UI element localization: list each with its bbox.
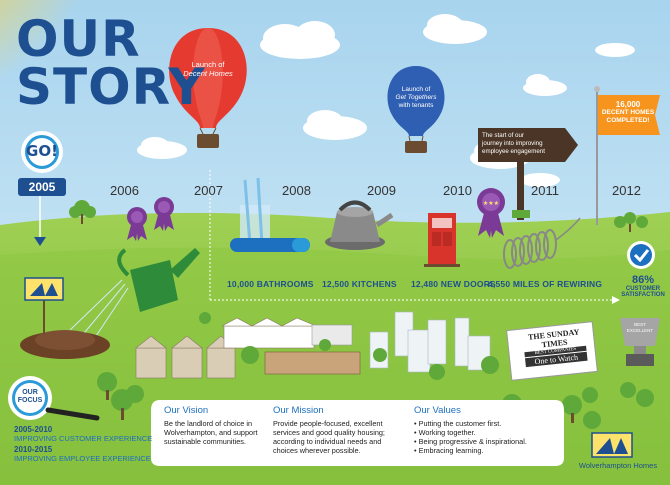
svg-text:★★★: ★★★ — [483, 200, 499, 207]
focus-period2-text: IMPROVING EMPLOYEE EXPERIENCE — [14, 454, 151, 463]
blue-balloon-caption: Launch of Get Togethers with tenants — [390, 86, 442, 110]
stat-bathrooms: 10,000 BATHROOMS — [227, 279, 314, 289]
signpost-icon — [478, 128, 578, 220]
start-year: 2005 — [18, 178, 66, 196]
blue-balloon-line2: Get Togethers — [395, 94, 437, 101]
satisfaction-value: 86% — [631, 274, 655, 286]
mission-title: Our Mission — [273, 405, 324, 416]
brand-logo-icon — [591, 432, 633, 458]
year-label: 2007 — [194, 183, 223, 198]
year-label: 2006 — [110, 183, 139, 198]
signpost-line2: journey into improving — [482, 140, 543, 147]
mission-body: Provide people-focused, excellent servic… — [273, 419, 385, 455]
mission-section: Our Mission Provide people-focused, exce… — [273, 405, 405, 455]
year-label: 2009 — [367, 183, 396, 198]
satisfaction-stat: 86% CUSTOMER SATISFACTION — [618, 274, 668, 298]
values-item: • Putting the customer first. — [414, 419, 502, 428]
soil-pile-icon — [20, 330, 110, 359]
bathroom-icon — [230, 177, 310, 252]
front-door-icon — [424, 213, 460, 267]
go-label: GO! — [26, 142, 58, 160]
flag-line3: COMPLETED! — [606, 117, 650, 124]
red-balloon-line2: Decent Homes — [183, 69, 233, 78]
red-balloon-caption: Launch of Decent Homes — [178, 60, 238, 78]
signpost-caption: The start of our journey into improving … — [482, 132, 566, 156]
values-item: • Working together. — [414, 428, 476, 437]
trophy-caption: BEST EXCELLENT — [622, 322, 658, 334]
satisfaction-label1: CUSTOMER — [625, 286, 661, 292]
focus-period2-years: 2010-2015 — [14, 445, 53, 454]
satisfaction-label2: SATISFACTION — [621, 292, 665, 298]
houses-icon — [135, 317, 361, 379]
check-badge-icon — [627, 241, 655, 269]
trophy-line1: BEST — [634, 322, 646, 327]
vision-section: Our Vision Be the landlord of choice in … — [164, 405, 264, 446]
cable-coil-icon — [503, 217, 581, 269]
focus-period1-years: 2005-2010 — [14, 425, 53, 434]
trophy-line2: EXCELLENT — [626, 328, 654, 333]
blue-balloon-icon — [387, 66, 445, 153]
signpost-line1: The start of our — [482, 132, 524, 139]
year-label: 2011 — [531, 183, 559, 198]
flag-icon — [594, 86, 660, 225]
focus-label2: FOCUS — [17, 397, 43, 404]
brand-name: Wolverhampton Homes — [578, 461, 658, 470]
focus-periods: 2005-2010 IMPROVING CUSTOMER EXPERIENCE … — [14, 425, 154, 463]
brand-flag-icon — [24, 277, 64, 335]
focus-period1-text: IMPROVING CUSTOMER EXPERIENCE — [14, 434, 153, 443]
values-list: • Putting the customer first. • Working … — [414, 419, 560, 455]
kettle-icon — [325, 200, 394, 250]
red-balloon-line1: Launch of — [191, 60, 225, 69]
info-panel — [151, 400, 564, 466]
year-label: 2008 — [282, 183, 311, 198]
stat-rewiring: 4,550 MILES OF REWIRING — [488, 279, 603, 289]
flag-line2: DECENT HOMES — [601, 109, 655, 116]
watering-can-icon — [69, 248, 200, 343]
flag-line1: 16,000 — [615, 100, 641, 109]
vision-body: Be the landlord of choice in Wolverhampt… — [164, 419, 258, 446]
clouds — [137, 14, 635, 187]
year-label: 2010 — [443, 183, 472, 198]
stat-kitchens: 12,500 KITCHENS — [322, 279, 397, 289]
values-item: • Embracing learning. — [414, 446, 484, 455]
blue-balloon-line1: Launch of — [401, 86, 431, 93]
page-title-line2: STORY — [16, 58, 206, 116]
page-title-line1: OUR — [16, 10, 141, 68]
values-item: • Being progressive & inspirational. — [414, 437, 527, 446]
vision-title: Our Vision — [164, 405, 209, 416]
award-rosette-icon: ★★★ — [127, 188, 505, 241]
sun-icon — [0, 0, 110, 110]
signpost-line3: employee engagement — [482, 148, 545, 155]
focus-badge-label: OUR FOCUS — [12, 389, 48, 405]
flag-caption: 16,000 DECENT HOMES COMPLETED! — [600, 101, 656, 125]
values-section: Our Values • Putting the customer first.… — [414, 405, 560, 455]
focus-label1: OUR — [22, 389, 38, 396]
tree-icons — [69, 200, 654, 429]
blue-balloon-line3: with tenants — [398, 102, 434, 109]
values-title: Our Values — [414, 405, 461, 416]
red-balloon-icon — [169, 28, 247, 148]
stat-doors: 12,480 NEW DOORS — [411, 279, 496, 289]
trophy-icon — [620, 318, 660, 366]
go-badge-icon — [21, 131, 63, 173]
year-label: 2012 — [612, 183, 641, 198]
focus-badge-icon — [8, 376, 100, 421]
